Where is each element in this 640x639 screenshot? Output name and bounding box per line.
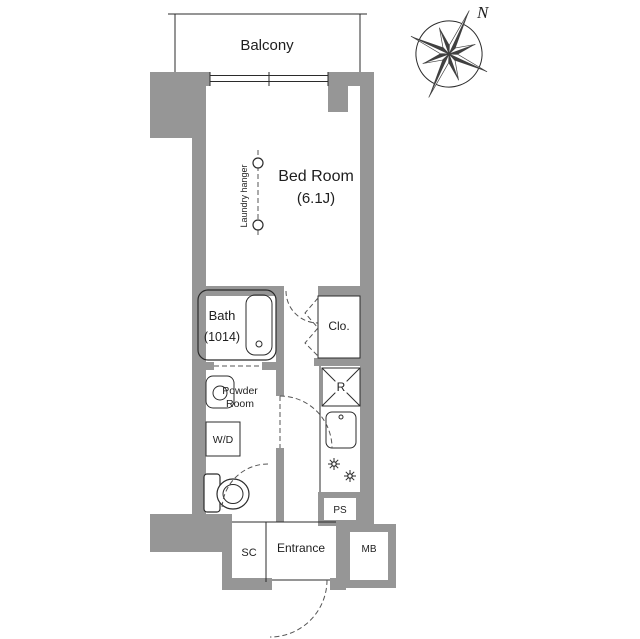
wall-bath-powder-right	[262, 362, 284, 370]
wall-sc-left	[222, 514, 232, 590]
kitchen: R	[319, 366, 361, 495]
stove-burner	[328, 458, 340, 470]
toilet-bowl	[216, 478, 250, 510]
washer-dryer-box	[205, 421, 241, 457]
bedroom-label: Bed Room	[278, 168, 354, 185]
laundry-hanger-ring	[252, 157, 264, 169]
laundry-hanger-label: Laundry hanger	[239, 164, 249, 227]
wall-column-top-left	[150, 72, 206, 138]
burner-center	[347, 473, 353, 479]
wall-entrance-right	[336, 522, 346, 582]
bathroom: Bath (1014)	[197, 289, 277, 367]
meter-box: MB	[342, 524, 396, 588]
bedroom: Bed Room (6.1J) Laundry hanger	[239, 150, 354, 324]
wall-hall-upper	[276, 286, 284, 396]
bedroom-size-label: (6.1J)	[297, 190, 335, 207]
closet-outline	[317, 295, 361, 359]
wall-hall-lower	[276, 448, 284, 522]
closet-folding-door	[304, 297, 319, 357]
wall-bedroom-south-right	[318, 286, 374, 296]
wall-column-bottom-left	[150, 514, 232, 552]
toilet-bowl-inner	[222, 484, 244, 504]
compass-spike	[448, 53, 488, 73]
pipe-space: PS	[318, 492, 362, 526]
ps-label: PS	[333, 505, 347, 516]
bath-unit-outline	[197, 289, 277, 361]
balcony-window	[209, 72, 329, 86]
stove-burner	[344, 470, 356, 482]
balcony-label: Balcony	[240, 37, 294, 54]
wall-right	[360, 72, 374, 524]
vanity-basin	[212, 385, 228, 401]
wall-bottom-left	[222, 578, 272, 590]
wall-notch-top-right	[328, 86, 348, 112]
walls	[150, 72, 374, 590]
bath-size-label: (1014)	[204, 330, 240, 344]
compass-spike	[410, 35, 450, 55]
bedroom-door-arc	[285, 290, 319, 324]
wall-bedroom-south-left	[192, 286, 284, 296]
laundry-hanger-ring	[252, 219, 264, 231]
wall-closet-kitchen	[314, 358, 374, 366]
refrigerator-space-outline	[321, 367, 361, 407]
mb-interior	[350, 532, 388, 580]
compass: N	[410, 3, 490, 98]
hallway	[279, 395, 333, 449]
kitchen-faucet	[338, 414, 344, 420]
toilet-door-arc	[221, 463, 269, 511]
ps-interior	[324, 498, 356, 520]
closet-label: Clo.	[328, 319, 349, 333]
entrance-door-arc	[269, 579, 328, 638]
bathtub	[245, 294, 273, 356]
compass-spike	[439, 27, 450, 55]
closet: Clo.	[304, 295, 361, 359]
entrance-label: Entrance	[277, 541, 325, 555]
kitchen-sink	[325, 411, 357, 449]
burner-center	[331, 461, 337, 467]
vanity-sink	[205, 375, 235, 409]
compass-spike	[428, 53, 450, 98]
compass-spike	[448, 44, 476, 55]
powder-room-label: Powder	[222, 385, 258, 397]
wall-left	[192, 138, 206, 522]
powder-door-arc	[279, 395, 333, 449]
north-label: N	[476, 3, 490, 22]
wall-bath-powder-left	[192, 362, 214, 370]
balcony: Balcony	[168, 13, 367, 72]
compass-rose	[410, 10, 488, 98]
shoe-closet-label: SC	[241, 547, 256, 559]
compass-spike	[448, 53, 459, 81]
powder-room: Powder Room W/D	[203, 375, 269, 513]
washer-dryer-label: W/D	[213, 434, 234, 446]
refrigerator-label: R	[337, 380, 346, 394]
entrance-area: SC Entrance	[232, 521, 336, 638]
compass-spike	[422, 53, 450, 64]
label-backing	[333, 379, 349, 395]
bath-label: Bath	[209, 308, 236, 323]
mb-label: MB	[362, 544, 377, 555]
powder-room-label: Room	[226, 398, 254, 410]
bath-drain	[255, 340, 263, 348]
